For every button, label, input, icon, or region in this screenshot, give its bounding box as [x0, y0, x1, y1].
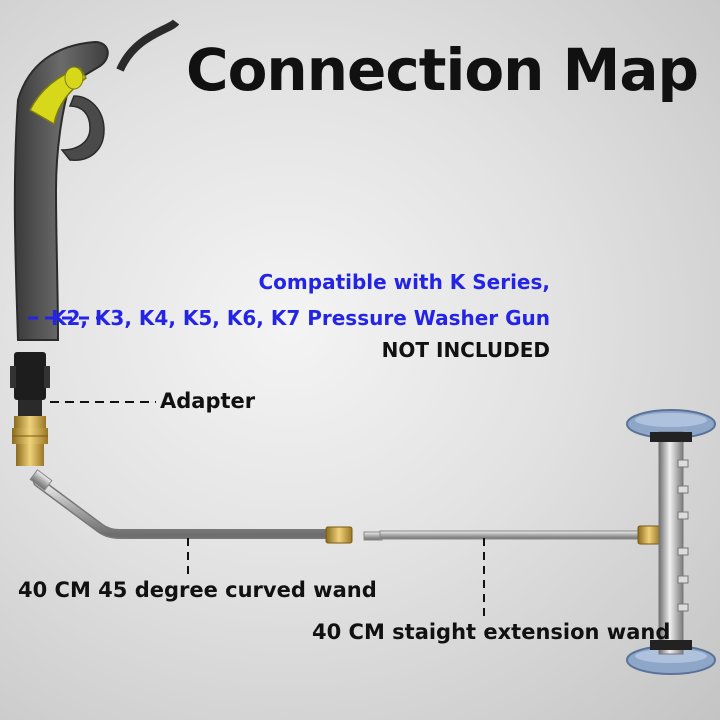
- curved-wand-label: 40 CM 45 degree curved wand: [18, 578, 377, 602]
- surface-cleaner-icon: [626, 409, 716, 675]
- compatibility-label-line2: K2, K3, K4, K5, K6, K7 Pressure Washer G…: [50, 306, 550, 330]
- straight-wand-icon: [363, 525, 661, 545]
- adapter-label: Adapter: [160, 389, 256, 413]
- not-included-label: NOT INCLUDED: [381, 338, 550, 362]
- spray-gun-icon: [13, 19, 180, 341]
- compatibility-label-line1: Compatible with K Series,: [258, 270, 551, 294]
- straight-wand-label: 40 CM staight extension wand: [312, 620, 671, 644]
- page-title: Connection Map: [186, 36, 699, 104]
- leader-lines: [28, 316, 485, 618]
- adapter-icon: [10, 352, 50, 466]
- curved-wand-icon: [29, 469, 353, 544]
